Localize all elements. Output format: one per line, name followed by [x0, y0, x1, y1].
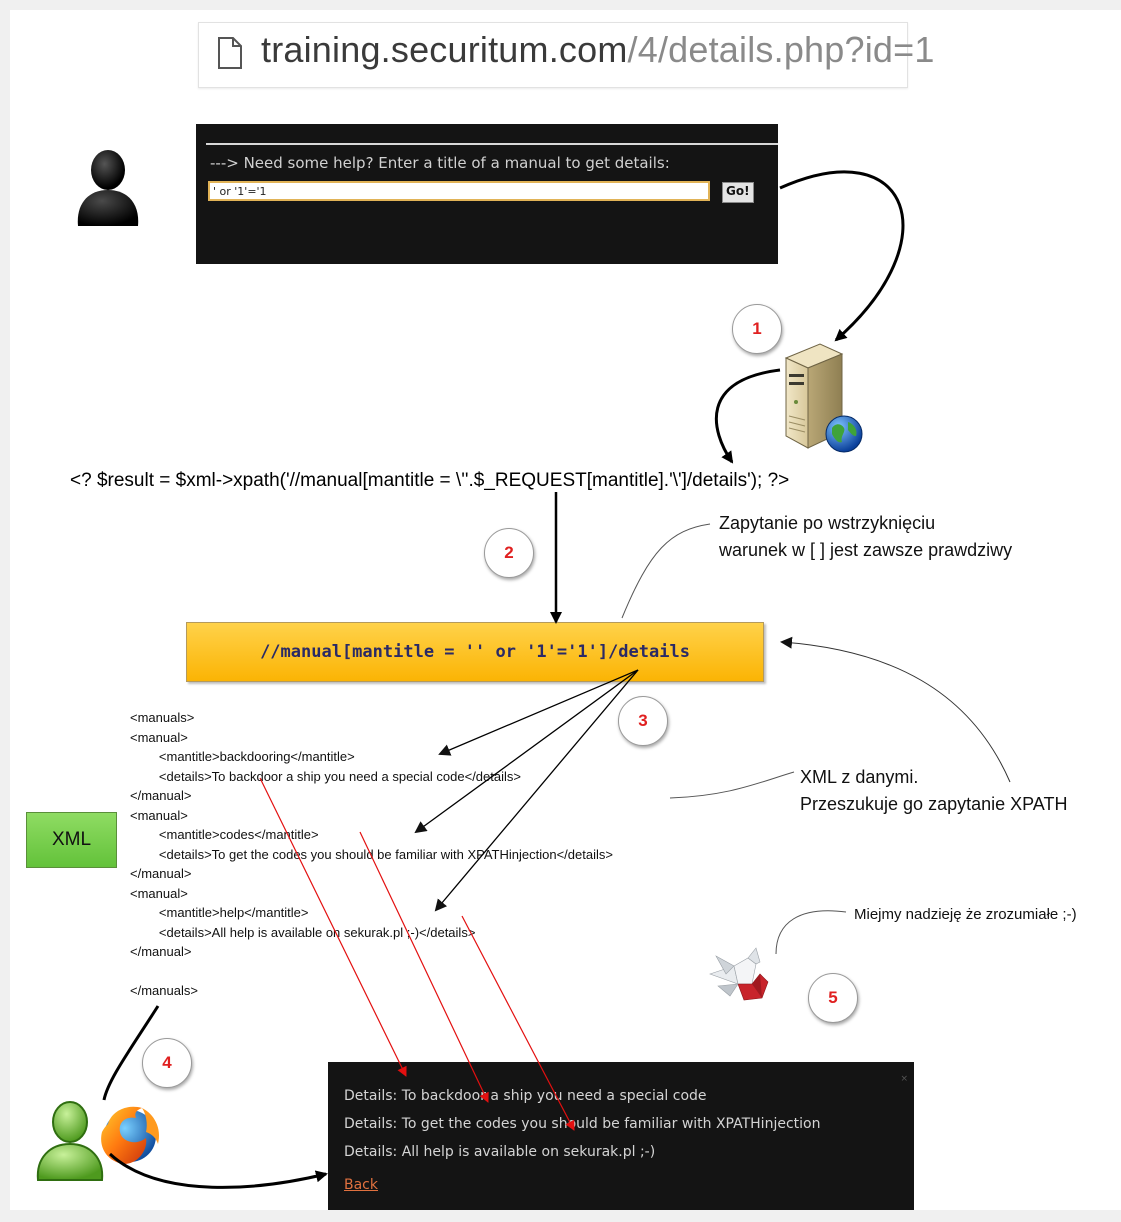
- xml-line: <details>All help is available on sekura…: [130, 924, 476, 940]
- help-label: ---> Need some help? Enter a title of a …: [210, 154, 670, 172]
- step-4-circle: 4: [142, 1038, 192, 1088]
- panel-rule: [206, 143, 778, 145]
- result-detail-line: Details: All help is available on sekura…: [344, 1144, 656, 1160]
- xml-line: <manual>: [130, 729, 188, 745]
- arrow-xpath-to-details-3: [434, 669, 639, 912]
- xml-line: <manuals>: [130, 710, 195, 725]
- red-arrow-detail-3: [461, 915, 575, 1131]
- xml-note-line2: Przeszukuje go zapytanie XPATH: [800, 794, 1068, 814]
- php-code-line: <? $result = $xml->xpath('//manual[manti…: [70, 470, 790, 491]
- leader-query-note: [621, 523, 711, 619]
- diagram-canvas: training.securitum.com/4/details.php?id=…: [10, 10, 1121, 1210]
- query-note-line1: Zapytanie po wstrzyknięciu: [719, 513, 936, 533]
- attacker-user-icon: [77, 150, 139, 226]
- xml-note-line1: XML z danymi.: [800, 767, 919, 787]
- step-2-circle: 2: [484, 528, 534, 578]
- xml-line: </manuals>: [130, 983, 198, 998]
- xml-line: </manual>: [130, 866, 192, 881]
- query-note-line2: warunek w [ ] jest zawsze prawdziwy: [719, 540, 1013, 560]
- xpath-query-box: //manual[mantitle = '' or '1'='1']/detai…: [186, 622, 764, 682]
- leader-hope-note: [775, 910, 847, 955]
- xml-listing: <manuals> <manual> <mantitle>backdooring…: [130, 708, 613, 1001]
- arrow-xpath-to-details-1: [438, 669, 639, 756]
- firefox-icon: [101, 1106, 160, 1164]
- xml-label-box: XML: [26, 812, 117, 868]
- origami-bird-icon: [709, 947, 769, 1001]
- url-text[interactable]: training.securitum.com/4/details.php?id=…: [261, 29, 935, 71]
- close-icon[interactable]: ×: [900, 1074, 908, 1084]
- url-path: /4/details.php?id=1: [627, 29, 935, 70]
- step-1-circle: 1: [732, 304, 782, 354]
- go-button[interactable]: Go!: [722, 182, 754, 203]
- step-3-circle: 3: [618, 696, 668, 746]
- xpath-query-text: //manual[mantitle = '' or '1'='1']/detai…: [260, 642, 690, 662]
- leader-xml-note: [669, 771, 795, 799]
- arrow-server-to-code: [714, 368, 781, 464]
- arrow-victim-to-results: [108, 1152, 328, 1189]
- xml-line: <mantitle>help</mantitle>: [130, 905, 309, 920]
- query-annotation: Zapytanie po wstrzyknięciu warunek w [ ]…: [719, 510, 1012, 564]
- xml-line: <details>To backdoor a ship you need a s…: [130, 768, 521, 784]
- xml-line: <mantitle>codes</mantitle>: [130, 827, 319, 842]
- result-detail-line: Details: To backdoor a ship you need a s…: [344, 1088, 707, 1104]
- step-5-circle: 5: [808, 973, 858, 1023]
- arrow-xml-note-to-box: [780, 636, 1011, 783]
- red-arrow-detail-2: [359, 831, 489, 1103]
- help-panel: ---> Need some help? Enter a title of a …: [196, 124, 778, 264]
- xml-line: <details>To get the codes you should be …: [130, 846, 613, 862]
- globe-icon: [825, 415, 863, 453]
- red-arrow-detail-1: [259, 777, 407, 1077]
- connectors-layer: [102, 170, 1011, 1189]
- xml-line: <mantitle>backdooring</mantitle>: [130, 749, 355, 764]
- manual-title-input[interactable]: [208, 181, 710, 201]
- hope-annotation: Miejmy nadzieję że zrozumiałe ;-): [854, 906, 1077, 923]
- xml-annotation: XML z danymi. Przeszukuje go zapytanie X…: [800, 764, 1067, 818]
- url-domain: training.securitum.com: [261, 29, 628, 70]
- victim-user-icon: [36, 1101, 104, 1181]
- line-xml-to-victim: [102, 1005, 160, 1101]
- address-bar[interactable]: training.securitum.com/4/details.php?id=…: [198, 22, 934, 88]
- results-panel: Details: To backdoor a ship you need a s…: [328, 1062, 914, 1210]
- page-icon: [218, 37, 242, 69]
- arrow-xpath-to-details-2: [414, 669, 639, 834]
- xml-line: </manual>: [130, 788, 192, 803]
- xml-line: </manual>: [130, 944, 192, 959]
- xml-line: <manual>: [130, 807, 188, 823]
- xml-line: <manual>: [130, 885, 188, 901]
- result-detail-line: Details: To get the codes you should be …: [344, 1116, 821, 1132]
- back-link[interactable]: Back: [344, 1177, 378, 1193]
- arrow-form-to-server: [779, 170, 905, 342]
